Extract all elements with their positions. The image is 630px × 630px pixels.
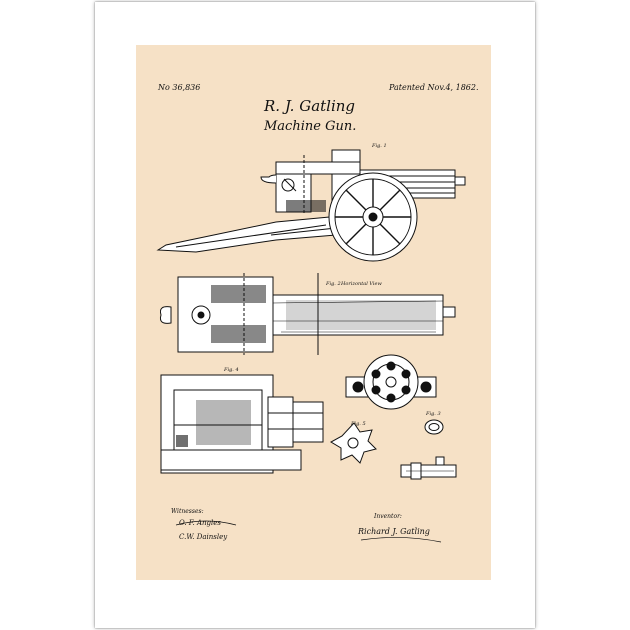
- fig-ring: [424, 419, 444, 435]
- fig5-label: Fig. 5: [351, 421, 366, 427]
- witnesses-label: Witnesses:: [171, 508, 204, 515]
- fig2-section-view: [160, 273, 456, 355]
- witness-2-signature: C.W. Dainsley: [179, 533, 228, 541]
- patent-number: No 36,836: [158, 83, 201, 92]
- fig1-label: Fig. 1: [372, 143, 387, 149]
- patent-drawing: [156, 149, 466, 543]
- fig-cartridge: [400, 456, 457, 480]
- fig4-top-view: [160, 374, 324, 474]
- patent-print: No 36,836 Patented Nov.4, 1862. R. J. Ga…: [136, 45, 491, 580]
- fig2-label: Fig. 2: [326, 281, 341, 287]
- inventor-flourish: [360, 537, 442, 543]
- witness-flourish: [175, 520, 237, 526]
- fig1-wheel-spokes: [335, 179, 411, 255]
- fig4-label: Fig. 4: [224, 367, 239, 373]
- patent-title: Machine Gun.: [264, 119, 357, 134]
- patent-date: Patented Nov.4, 1862.: [389, 83, 479, 92]
- inventor-name: R. J. Gatling: [264, 97, 356, 115]
- inventor-label: Inventor:: [374, 513, 402, 520]
- fig3-cylinder-end-view: [345, 354, 437, 410]
- fig1-gun-side-view: [156, 149, 466, 262]
- fig3-label: Fig. 3: [426, 411, 441, 417]
- fig5-star-wheel: [329, 422, 377, 464]
- fig2-note: Horizontal View: [341, 281, 382, 287]
- witness-1-signature: O. F. Angles: [179, 519, 222, 527]
- inventor-signature: Richard J. Gatling: [358, 527, 430, 536]
